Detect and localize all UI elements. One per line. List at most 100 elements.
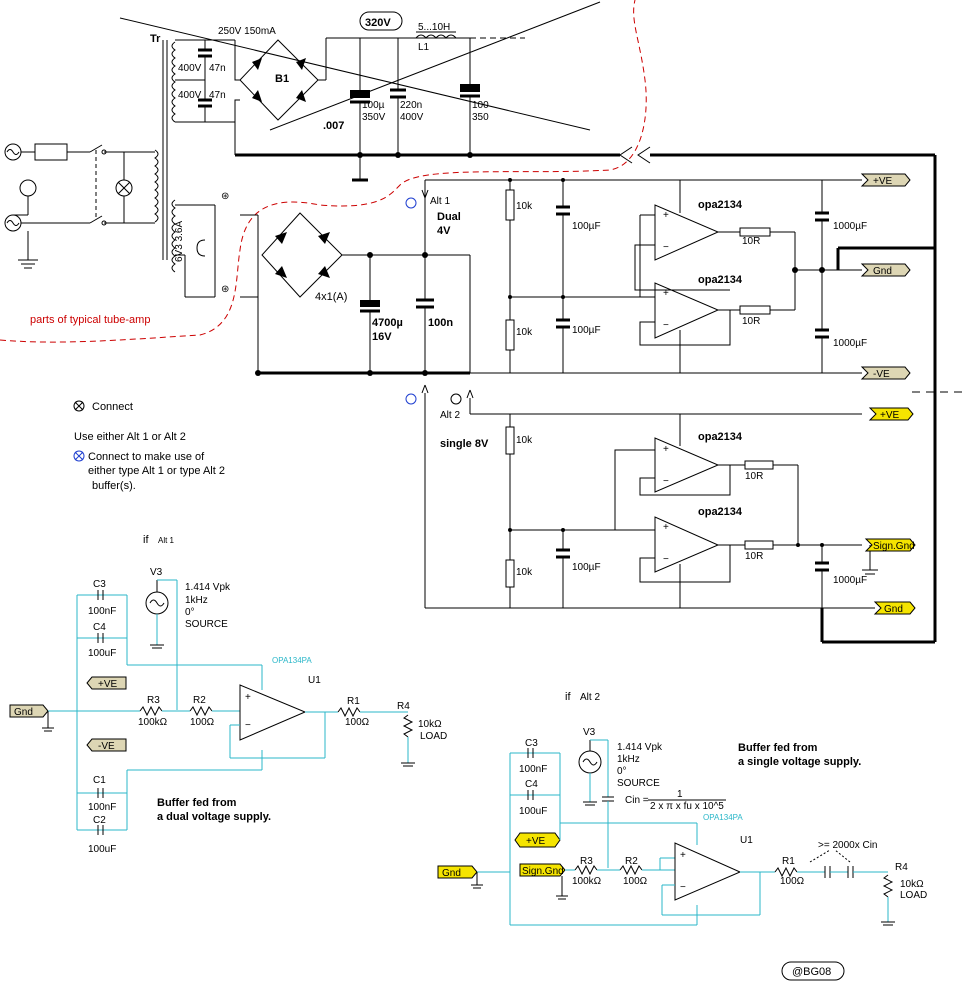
svg-text:C4: C4: [93, 622, 106, 633]
svg-text:100nF: 100nF: [88, 606, 116, 617]
svg-text:@BG08: @BG08: [792, 966, 831, 978]
svg-text:+: +: [663, 288, 669, 299]
svg-text:R1: R1: [347, 696, 360, 707]
svg-text:4V: 4V: [437, 225, 451, 237]
svg-text:+: +: [663, 444, 669, 455]
svg-text:R2: R2: [625, 856, 638, 867]
bridge-b1-label: B1: [275, 73, 289, 85]
svg-text:10R: 10R: [742, 316, 760, 327]
svg-text:C3: C3: [525, 738, 538, 749]
svg-text:100kΩ: 100kΩ: [138, 717, 168, 728]
opamp-a-label: opa2134: [698, 199, 743, 211]
svg-text:100: 100: [472, 100, 489, 111]
svg-text:if: if: [565, 691, 571, 703]
dual-neg-tag: -VE: [98, 741, 115, 752]
svg-text:0°: 0°: [617, 766, 627, 777]
single-pos-tag: +VE: [526, 836, 546, 847]
svg-text:opa2134: opa2134: [698, 431, 743, 443]
svg-text:Connect to make use of: Connect to make use of: [88, 451, 205, 463]
svg-text:350V: 350V: [362, 112, 386, 123]
svg-text:1.414 Vpk: 1.414 Vpk: [617, 742, 663, 753]
svg-text:either type Alt 1 or type Alt: either type Alt 1 or type Alt 2: [88, 465, 225, 477]
single-gnd-tag: Gnd: [442, 868, 461, 879]
secondary-6v3-label: 6V3 3.6A: [174, 221, 185, 262]
svg-text:−: −: [663, 554, 669, 565]
svg-text:100Ω: 100Ω: [623, 876, 648, 887]
svg-text:100µF: 100µF: [572, 221, 601, 232]
svg-text:10k: 10k: [516, 201, 533, 212]
svg-text:L1: L1: [418, 42, 430, 53]
svg-text:C4: C4: [525, 779, 538, 790]
svg-text:−: −: [245, 720, 251, 731]
alt2-circuit: Alt 2 single 8V 10k 10k 100µF + − opa213…: [405, 384, 935, 644]
svg-text:⊛: ⊛: [221, 284, 229, 295]
svg-text:a dual voltage supply.: a dual voltage supply.: [157, 811, 271, 823]
svg-text:100Ω: 100Ω: [345, 717, 370, 728]
alt1-label: Alt 1: [430, 196, 450, 207]
svg-text:10kΩ: 10kΩ: [900, 879, 924, 890]
svg-text:>= 2000x Cin: >= 2000x Cin: [818, 840, 878, 851]
dual-gnd-tag: Gnd: [14, 707, 33, 718]
mains-input: [4, 143, 155, 269]
alt2-sgnd-tag: Sign.Gnd: [873, 541, 915, 552]
svg-text:100uF: 100uF: [519, 806, 547, 817]
legend: Connect Use either Alt 1 or Alt 2 Connec…: [73, 400, 225, 492]
svg-text:Connect: Connect: [92, 401, 133, 413]
svg-text:OPA134PA: OPA134PA: [703, 813, 743, 822]
svg-text:R4: R4: [397, 701, 410, 712]
single-sgnd-tag: Sign.Gnd: [522, 866, 564, 877]
svg-text:OPA134PA: OPA134PA: [272, 656, 312, 665]
svg-text:100Ω: 100Ω: [190, 717, 215, 728]
bridge-4x1-label: 4x1(A): [315, 291, 347, 303]
svg-text:47n: 47n: [209, 63, 226, 74]
alt2-gnd-tag: Gnd: [884, 604, 903, 615]
svg-text:10R: 10R: [745, 551, 763, 562]
svg-text:LOAD: LOAD: [420, 731, 447, 742]
svg-text:47n: 47n: [209, 90, 226, 101]
hv-section: 400V 47n 400V 47n 250V 150mA B1 5...10H …: [119, 1, 937, 642]
svg-text:R4: R4: [895, 862, 908, 873]
svg-text:LOAD: LOAD: [900, 890, 927, 901]
svg-text:220n: 220n: [400, 100, 422, 111]
svg-text:U1: U1: [740, 835, 753, 846]
lv-bridge: ⊛ ⊛ 4x1(A) 4700µ 16V 100n: [175, 191, 471, 376]
svg-text:100n: 100n: [428, 317, 453, 329]
svg-text:R1: R1: [782, 856, 795, 867]
svg-text:+: +: [680, 850, 686, 861]
svg-text:100uF: 100uF: [88, 844, 116, 855]
signature: @BG08: [781, 961, 845, 981]
svg-text:SOURCE: SOURCE: [185, 619, 228, 630]
svg-text:100Ω: 100Ω: [780, 876, 805, 887]
svg-text:if: if: [143, 534, 149, 546]
svg-text:Buffer fed from: Buffer fed from: [738, 742, 818, 754]
svg-text:100nF: 100nF: [519, 764, 547, 775]
svg-text:0°: 0°: [185, 607, 195, 618]
svg-text:400V: 400V: [400, 112, 424, 123]
alt1-pos-tag: +VE: [873, 176, 893, 187]
svg-text:Buffer fed from: Buffer fed from: [157, 797, 237, 809]
svg-text:Cin =: Cin =: [625, 795, 649, 806]
svg-text:Alt 1: Alt 1: [158, 536, 175, 545]
svg-text:⊛: ⊛: [221, 191, 229, 202]
svg-text:C1: C1: [93, 775, 106, 786]
svg-text:V3: V3: [150, 567, 163, 578]
svg-text:400V: 400V: [178, 90, 202, 101]
svg-text:10R: 10R: [745, 471, 763, 482]
svg-text:10k: 10k: [516, 435, 533, 446]
dual-pos-tag: +VE: [98, 679, 118, 690]
svg-text:Dual: Dual: [437, 211, 461, 223]
svg-text:100uF: 100uF: [88, 648, 116, 659]
sim-single: if Alt 2 C3 100nF C4 100uF V3 1.414 Vpk …: [437, 691, 927, 926]
svg-text:C3: C3: [93, 579, 106, 590]
svg-text:a single voltage supply.: a single voltage supply.: [738, 756, 861, 768]
rating-label: 250V 150mA: [218, 26, 276, 37]
svg-text:1kHz: 1kHz: [617, 754, 640, 765]
svg-text:10kΩ: 10kΩ: [418, 719, 442, 730]
svg-text:100µ: 100µ: [362, 100, 385, 111]
svg-text:16V: 16V: [372, 331, 392, 343]
alt1-circuit: Alt 1 Dual 4V 10k 10k 100µF 100µF + − op…: [405, 173, 962, 393]
svg-text:−: −: [680, 882, 686, 893]
svg-text:V3: V3: [583, 727, 596, 738]
svg-text:Use either Alt 1 or Alt 2: Use either Alt 1 or Alt 2: [74, 431, 186, 443]
